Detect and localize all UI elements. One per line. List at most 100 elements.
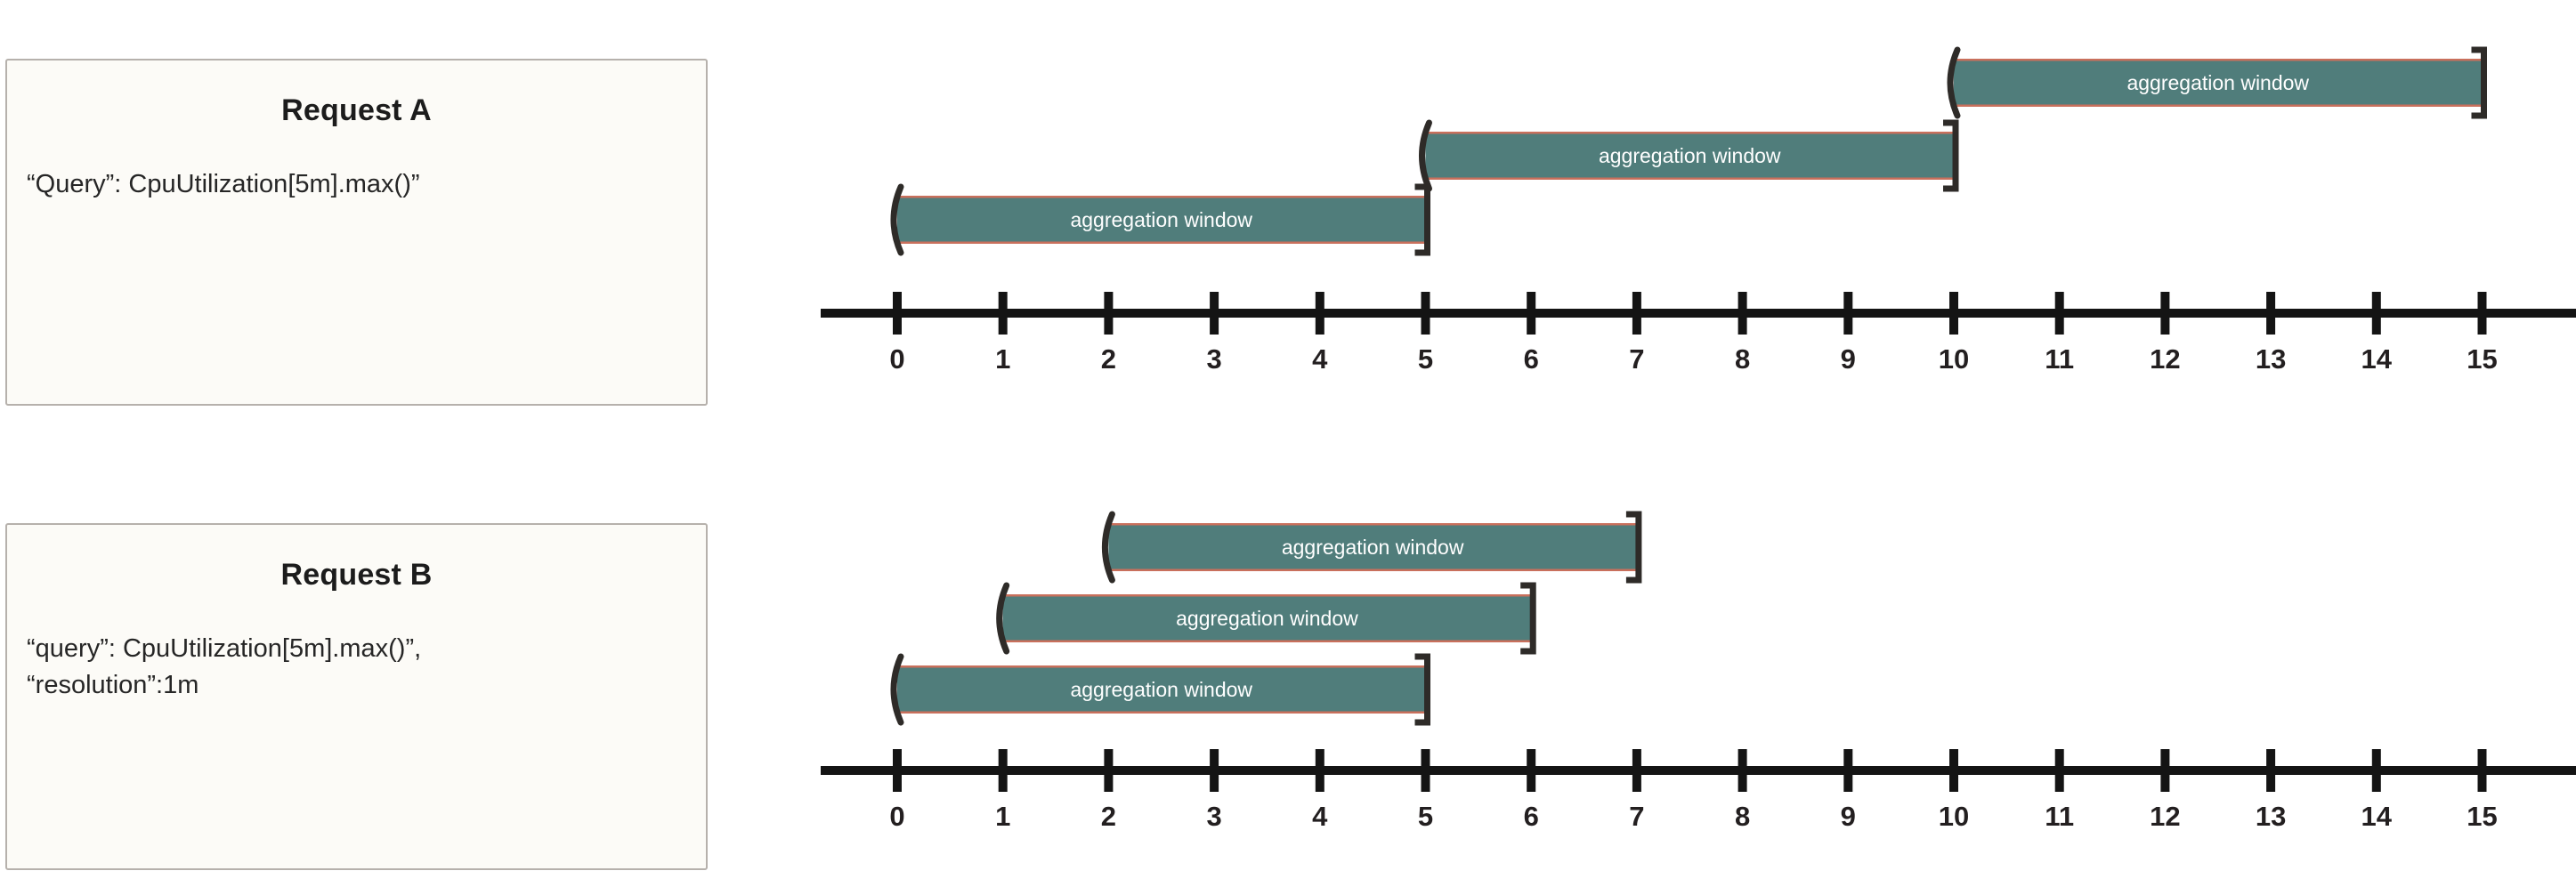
request-a-timeline: aggregation window aggregation window aggr… bbox=[821, 46, 2576, 375]
open-paren-bracket-icon bbox=[890, 183, 904, 256]
axis-tick-label: 4 bbox=[1312, 343, 1328, 375]
aggregation-window-bottom-rule bbox=[897, 241, 1426, 244]
close-square-bracket-icon bbox=[1414, 653, 1430, 726]
axis-tick-label: 1 bbox=[995, 343, 1010, 375]
axis-tick-label: 4 bbox=[1312, 801, 1328, 832]
axis-tick-label: 14 bbox=[2361, 343, 2393, 375]
aggregation-window-label: aggregation window bbox=[1282, 536, 1464, 559]
axis-tick-label: 13 bbox=[2256, 343, 2286, 375]
axis-tick-label: 11 bbox=[2045, 801, 2074, 832]
axis-tick-label: 6 bbox=[1524, 801, 1539, 832]
axis-tick bbox=[2371, 292, 2381, 335]
axis-tick bbox=[1315, 749, 1324, 792]
open-paren-bracket-icon bbox=[1419, 119, 1432, 192]
axis-tick bbox=[998, 292, 1008, 335]
timeline-axis-line bbox=[821, 309, 2576, 318]
axis-tick bbox=[2477, 292, 2487, 335]
axis-tick-label: 0 bbox=[889, 801, 904, 832]
axis-tick bbox=[998, 749, 1008, 792]
request-a-card: Request A “Query”: CpuUtilization[5m].ma… bbox=[5, 59, 708, 406]
axis-tick bbox=[2160, 292, 2170, 335]
axis-tick bbox=[2477, 749, 2487, 792]
aggregation-window: aggregation window bbox=[996, 582, 1536, 655]
aggregation-window: aggregation window bbox=[890, 183, 1430, 256]
axis-tick-label: 10 bbox=[1939, 343, 1969, 375]
axis-tick bbox=[893, 749, 902, 792]
axis-tick-label: 8 bbox=[1735, 343, 1750, 375]
axis-tick-label: 2 bbox=[1101, 343, 1116, 375]
axis-tick-label: 12 bbox=[2150, 801, 2180, 832]
aggregation-window-label: aggregation window bbox=[2126, 71, 2309, 94]
axis-tick bbox=[1949, 749, 1958, 792]
open-paren-bracket-icon bbox=[996, 582, 1010, 655]
request-b-card: Request B “query”: CpuUtilization[5m].ma… bbox=[5, 523, 708, 870]
aggregation-window-label: aggregation window bbox=[1070, 678, 1252, 701]
axis-tick bbox=[1527, 749, 1536, 792]
close-square-bracket-icon bbox=[2471, 46, 2487, 119]
axis-tick bbox=[1843, 292, 1853, 335]
axis-tick bbox=[1632, 292, 1641, 335]
request-b-timeline: aggregation window aggregation window aggr… bbox=[821, 511, 2576, 832]
request-a-body: “Query”: CpuUtilization[5m].max()” bbox=[27, 169, 420, 198]
close-square-bracket-icon bbox=[1520, 582, 1536, 655]
aggregation-window-top-rule bbox=[897, 665, 1426, 668]
aggregation-window-bottom-rule bbox=[1954, 104, 2483, 107]
aggregation-window-bar bbox=[1425, 132, 1954, 180]
aggregation-window-bar bbox=[897, 665, 1426, 714]
request-b-body: “query”: CpuUtilization[5m].max()”, “res… bbox=[27, 633, 422, 699]
axis-tick bbox=[1210, 292, 1219, 335]
aggregation-window-label: aggregation window bbox=[1176, 607, 1358, 630]
axis-tick bbox=[2266, 749, 2276, 792]
request-b-title: Request B bbox=[280, 558, 433, 592]
aggregation-window-bar bbox=[1954, 59, 2483, 107]
axis-tick bbox=[2054, 749, 2064, 792]
close-square-bracket-icon bbox=[1943, 119, 1959, 192]
aggregation-window-bottom-rule bbox=[1002, 640, 1532, 642]
close-square-bracket-icon bbox=[1414, 183, 1430, 256]
axis-tick bbox=[893, 292, 902, 335]
axis-tick-label: 11 bbox=[2045, 343, 2074, 375]
aggregation-window: aggregation window bbox=[1419, 119, 1959, 192]
aggregation-window-bar bbox=[897, 196, 1426, 244]
axis-tick-label: 13 bbox=[2256, 801, 2286, 832]
axis-tick bbox=[1104, 749, 1114, 792]
aggregation-window-label: aggregation window bbox=[1070, 208, 1252, 231]
axis-tick-label: 3 bbox=[1206, 343, 1221, 375]
axis-tick-label: 6 bbox=[1524, 343, 1539, 375]
open-paren-bracket-icon bbox=[1947, 46, 1961, 119]
aggregation-window-label: aggregation window bbox=[1599, 144, 1781, 167]
open-paren-bracket-icon bbox=[890, 653, 904, 726]
axis-tick-label: 7 bbox=[1629, 343, 1644, 375]
axis-tick bbox=[1104, 292, 1114, 335]
axis-tick-label: 10 bbox=[1939, 801, 1969, 832]
axis-tick-label: 5 bbox=[1418, 343, 1433, 375]
axis-tick bbox=[1315, 292, 1324, 335]
axis-tick-label: 15 bbox=[2467, 801, 2497, 832]
axis-tick bbox=[1421, 749, 1430, 792]
axis-tick-label: 7 bbox=[1629, 801, 1644, 832]
axis-tick-label: 5 bbox=[1418, 801, 1433, 832]
aggregation-window: aggregation window bbox=[890, 653, 1430, 726]
axis-tick-label: 0 bbox=[889, 343, 904, 375]
axis-tick bbox=[2266, 292, 2276, 335]
axis-tick bbox=[1738, 292, 1747, 335]
axis-tick-label: 1 bbox=[995, 801, 1010, 832]
axis-tick-label: 15 bbox=[2467, 343, 2497, 375]
aggregation-window-bottom-rule bbox=[1108, 569, 1637, 571]
axis-tick bbox=[1210, 749, 1219, 792]
axis-tick bbox=[1632, 749, 1641, 792]
close-square-bracket-icon bbox=[1625, 511, 1642, 584]
aggregation-window-top-rule bbox=[1108, 523, 1637, 526]
axis-tick bbox=[1421, 292, 1430, 335]
aggregation-window-bottom-rule bbox=[1425, 177, 1954, 180]
aggregation-window-top-rule bbox=[1002, 594, 1532, 597]
aggregation-window-top-rule bbox=[897, 196, 1426, 198]
aggregation-window-top-rule bbox=[1954, 59, 2483, 61]
aggregation-window: aggregation window bbox=[1947, 46, 2487, 119]
axis-tick bbox=[1843, 749, 1853, 792]
axis-tick-label: 2 bbox=[1101, 801, 1116, 832]
timeline-axis-line bbox=[821, 766, 2576, 775]
aggregation-window-top-rule bbox=[1425, 132, 1954, 134]
axis-tick bbox=[1738, 749, 1747, 792]
open-paren-bracket-icon bbox=[1101, 511, 1115, 584]
